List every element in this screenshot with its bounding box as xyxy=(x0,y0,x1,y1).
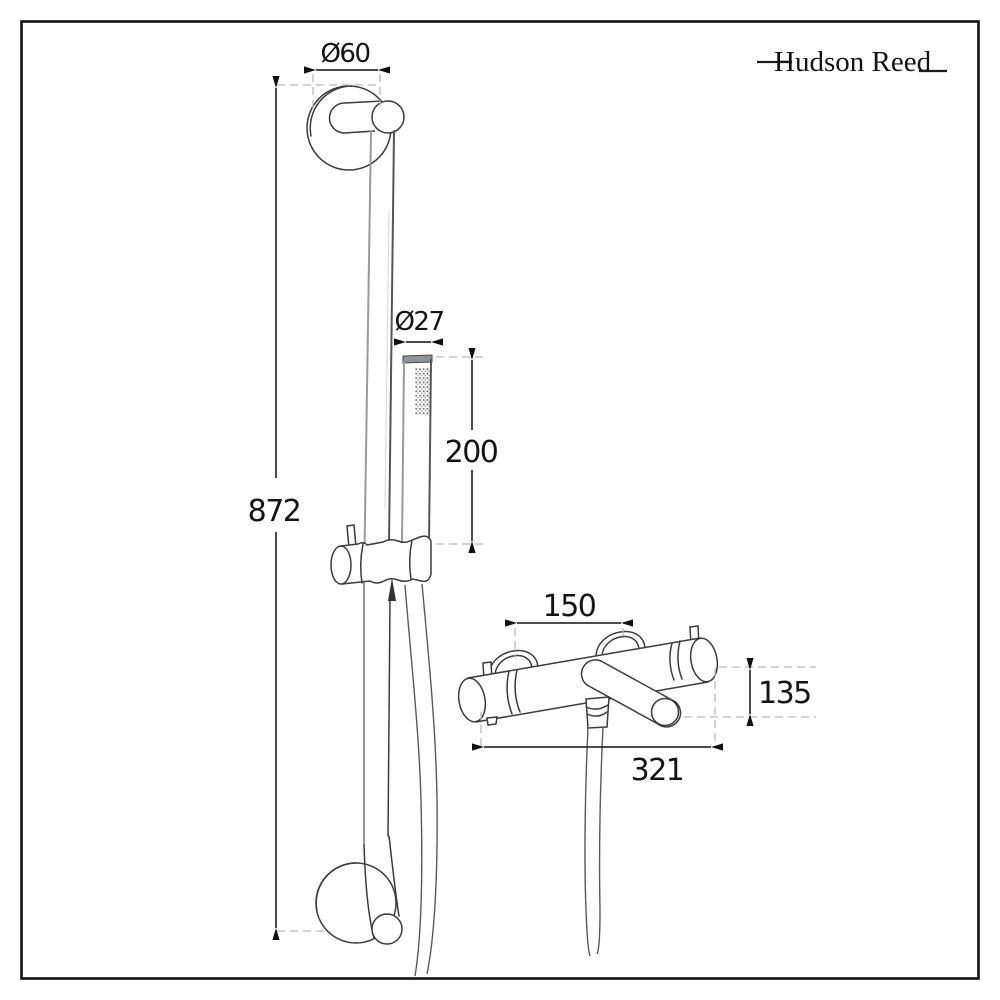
dim-valve-centres: 150 xyxy=(505,589,633,658)
handset-left-edge xyxy=(401,361,405,543)
hose-left-line xyxy=(404,584,423,977)
dim-handset-diameter: Ø27 xyxy=(394,307,445,346)
valve-hose-right-line xyxy=(596,726,604,955)
dim-label-valve-height: 135 xyxy=(758,676,811,711)
bottom-holder-top-edge xyxy=(388,835,400,917)
dim-label-handset-length: 200 xyxy=(445,435,498,470)
rail-left-edge-upper xyxy=(363,130,372,584)
dim-valve-width: 321 xyxy=(472,668,723,788)
rail-right-edge-upper xyxy=(388,130,395,544)
dim-bracket-diameter: Ø60 xyxy=(277,39,390,108)
hose-nut-groove-b xyxy=(586,711,608,717)
slider-left-cap xyxy=(330,545,352,585)
valve-right-wall-mount-inner xyxy=(601,635,640,657)
handset-top-cap xyxy=(402,354,433,364)
valve-left-collar-a xyxy=(506,670,513,715)
dim-valve-height: 135 xyxy=(684,658,816,726)
handset xyxy=(401,354,433,543)
brand-name: Hudson Reed xyxy=(774,46,932,78)
valve-right-collar-a xyxy=(669,642,675,681)
slider-arrow-up xyxy=(388,578,396,601)
top-bracket-tube xyxy=(328,100,383,134)
valve-outlet xyxy=(580,659,682,728)
dim-handset-length: 200 xyxy=(436,348,499,553)
top-bracket-rim xyxy=(309,85,353,137)
valve-body-top-edge xyxy=(467,637,701,679)
rail-right-edge-lower xyxy=(387,600,391,837)
dim-label-handset-diameter: Ø27 xyxy=(394,307,443,337)
valve-left-collar-b xyxy=(514,669,521,713)
hose-nut-groove-a xyxy=(585,704,609,710)
slider-body xyxy=(340,535,432,585)
dim-label-valve-centres: 150 xyxy=(543,589,596,624)
bottom-bracket-rim xyxy=(315,862,357,912)
valve-bottom-nub xyxy=(486,716,498,726)
page-border xyxy=(20,20,980,980)
slider-seam-left xyxy=(359,543,364,584)
dim-label-valve-width: 321 xyxy=(631,753,684,788)
top-bracket-cap xyxy=(371,100,405,134)
handset-right-edge xyxy=(428,359,432,543)
bottom-holder-cap xyxy=(371,913,403,945)
valve-left-wall-mount-inner xyxy=(494,654,533,676)
hose-nut xyxy=(585,696,610,729)
valve-right-collar-b xyxy=(677,640,683,680)
dim-label-rail-length: 872 xyxy=(248,494,301,529)
valve-left-end-cap xyxy=(457,677,487,723)
handset-spray-face xyxy=(415,368,430,415)
bar-valve-view: 150 135 321 xyxy=(457,589,816,957)
slide-rail-view: Ø60 872 Ø27 200 xyxy=(248,39,499,977)
valve-right-end-cap xyxy=(689,637,719,683)
handset-hose xyxy=(404,583,438,977)
shower-rail xyxy=(363,130,403,945)
brand-logo: Hudson Reed xyxy=(757,46,947,78)
hose-right-line xyxy=(421,583,438,975)
dim-rail-length: 872 xyxy=(248,76,330,940)
valve-hose xyxy=(584,696,610,957)
valve-hose-left-line xyxy=(584,727,591,957)
slider-holder xyxy=(330,524,432,601)
rail-shading xyxy=(384,209,390,511)
outlet-end-cap xyxy=(650,697,680,727)
dim-label-bracket-diameter: Ø60 xyxy=(320,39,369,69)
slider-seam-right xyxy=(408,539,413,580)
